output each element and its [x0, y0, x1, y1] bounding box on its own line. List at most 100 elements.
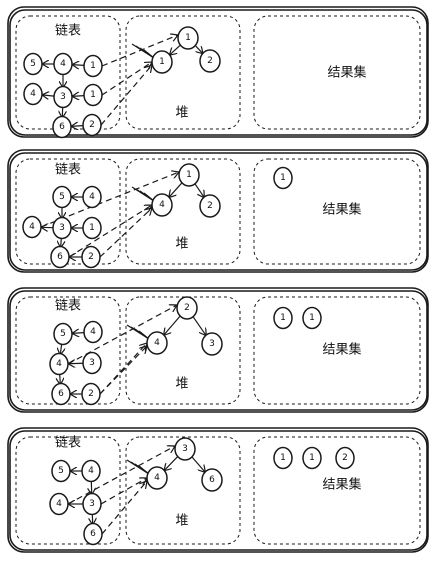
- list-node: 4: [22, 215, 42, 239]
- result-node: 1: [302, 446, 322, 470]
- list-node-circle: [49, 352, 69, 376]
- list-node: 2: [82, 113, 102, 137]
- heap-node-circle: [199, 194, 221, 218]
- list-node-circle: [51, 459, 71, 483]
- panel-frame-inner: [9, 430, 428, 551]
- result-set-zone: [253, 296, 421, 405]
- panel-frame-inner: [9, 152, 428, 271]
- list-node-value: 3: [89, 499, 95, 509]
- heap-node-value: 2: [184, 303, 190, 313]
- list-node-value: 6: [59, 122, 65, 132]
- list-node: 6: [50, 245, 70, 269]
- heap-node-circle: [201, 468, 223, 492]
- heap-node-circle: [146, 466, 168, 490]
- heap-edge: [164, 315, 181, 336]
- list-node-value: 4: [56, 359, 62, 369]
- result-node: 1: [273, 166, 293, 190]
- result-node-circle: [302, 306, 322, 330]
- list-node-value: 3: [89, 358, 95, 368]
- linked-list-zone: [15, 436, 121, 545]
- heap-node-value: 2: [207, 201, 213, 211]
- heap-node: 2: [176, 296, 198, 320]
- list-node-circle: [53, 85, 73, 109]
- list-node: 1: [82, 216, 102, 240]
- linked-list-label: 链表: [55, 163, 81, 178]
- heap-node-circle: [178, 163, 200, 187]
- list-node-circle: [81, 459, 101, 483]
- heap-zone: [125, 158, 241, 265]
- list-node: 4: [82, 185, 102, 209]
- heap-sketch-stroke: [138, 465, 150, 475]
- heap-node-value: 2: [207, 56, 213, 66]
- result-set-label: 结果集: [322, 342, 361, 358]
- list-node-circle: [51, 382, 71, 406]
- list-to-heap-arrow: [101, 62, 152, 96]
- list-node: 1: [83, 54, 103, 78]
- list-node-circle: [52, 185, 72, 209]
- list-edge: [72, 333, 85, 334]
- list-node-circle: [23, 82, 43, 106]
- heap-label: 堆: [175, 237, 188, 252]
- list-to-heap-arrow: [101, 35, 178, 67]
- list-node-value: 4: [60, 59, 66, 69]
- result-node-value: 1: [309, 453, 315, 463]
- heap-node: 2: [199, 194, 221, 218]
- list-node-circle: [82, 113, 102, 137]
- result-node: 1: [273, 306, 293, 330]
- heap-node: 1: [177, 26, 199, 50]
- list-edge: [71, 126, 84, 127]
- list-node: 2: [81, 245, 101, 269]
- list-node: 3: [82, 492, 102, 516]
- list-to-heap-arrow: [68, 205, 152, 258]
- list-node-value: 4: [29, 222, 35, 232]
- list-node-value: 1: [90, 90, 96, 100]
- result-set-label: 结果集: [322, 477, 361, 493]
- list-node-value: 2: [88, 389, 94, 399]
- list-edge: [72, 96, 85, 97]
- list-node-circle: [83, 83, 103, 107]
- list-node: 4: [53, 52, 73, 76]
- list-node-value: 5: [59, 192, 65, 202]
- list-edge: [42, 95, 55, 96]
- heap-node-circle: [177, 26, 199, 50]
- panel-frame: [7, 287, 429, 413]
- result-node: 1: [302, 306, 322, 330]
- list-node-circle: [50, 245, 70, 269]
- heap-label: 堆: [175, 106, 188, 121]
- list-node: 3: [82, 351, 102, 375]
- list-node-circle: [82, 216, 102, 240]
- list-node: 4: [49, 492, 69, 516]
- list-node-circle: [52, 216, 72, 240]
- result-node-circle: [335, 446, 355, 470]
- heap-label: 堆: [175, 377, 188, 392]
- list-node-circle: [83, 522, 103, 546]
- list-node: 5: [51, 459, 71, 483]
- list-to-heap-arrow: [99, 208, 152, 258]
- heap-node-circle: [201, 332, 223, 356]
- panel-frame: [7, 149, 429, 273]
- list-node: 4: [83, 320, 103, 344]
- list-node-circle: [53, 52, 73, 76]
- heap-edge: [192, 315, 207, 336]
- list-node-value: 6: [58, 389, 64, 399]
- list-node-value: 5: [60, 329, 66, 339]
- heap-sketch-stroke: [143, 192, 155, 202]
- heap-node: 6: [201, 468, 223, 492]
- list-node-value: 3: [59, 223, 65, 233]
- heap-node-circle: [199, 49, 221, 73]
- heap-node: 3: [174, 437, 196, 461]
- list-node: 3: [53, 85, 73, 109]
- list-node: 2: [81, 382, 101, 406]
- list-node: 5: [52, 185, 72, 209]
- result-node-value: 1: [280, 313, 286, 323]
- list-node-circle: [82, 492, 102, 516]
- heap-zone: [125, 15, 241, 130]
- linked-list-zone: [15, 158, 121, 265]
- list-to-heap-arrow: [67, 446, 175, 505]
- linked-list-label: 链表: [55, 299, 81, 314]
- list-node-value: 4: [56, 499, 62, 509]
- heap-label: 堆: [175, 514, 188, 529]
- list-node-value: 1: [89, 223, 95, 233]
